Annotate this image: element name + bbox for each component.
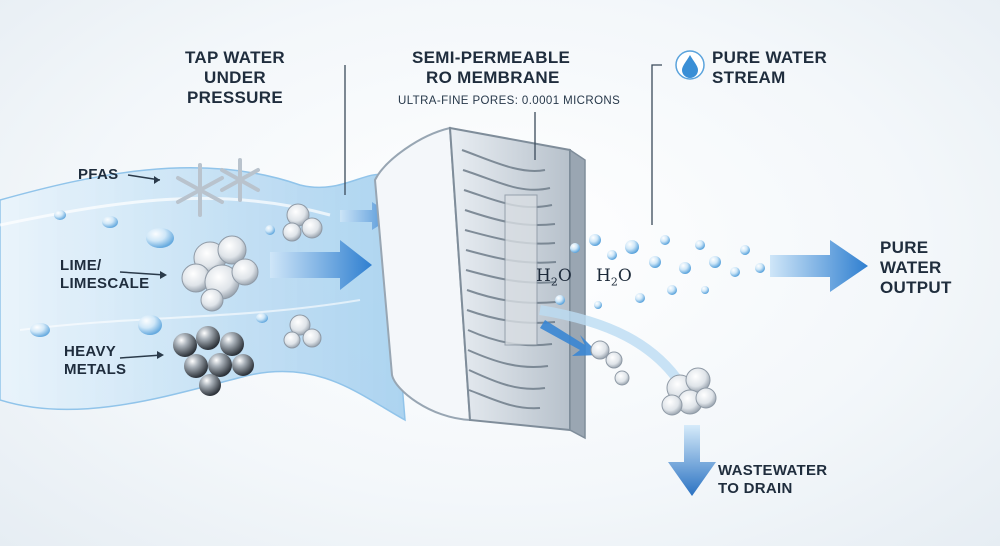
leader-arrow-lime-head	[160, 271, 167, 279]
h2o-1-o: O	[557, 266, 572, 286]
membrane-line-1: SEMI-PERMEABLE	[412, 48, 571, 67]
pfas-label: PFAS	[78, 166, 119, 183]
heavy-metals-label: HEAVY METALS	[64, 343, 126, 379]
h2o-label-2: H2O	[596, 266, 632, 288]
waste-cluster-icon	[590, 340, 717, 416]
heavy-metals-line-2: METALS	[64, 361, 127, 378]
pfas-particle-icon	[176, 158, 260, 217]
pores-label: ULTRA-FINE PORES: 0.0001 MICRONS	[398, 95, 621, 107]
limescale-cluster-icon	[181, 235, 259, 312]
leader-arrow-metals	[119, 354, 163, 359]
limescale-cluster-small-icon	[282, 203, 323, 349]
heavy-metals-line-1: HEAVY	[64, 343, 117, 360]
tap-water-line-2: UNDER PRESSURE	[187, 68, 283, 107]
pure-output-label: PURE WATER OUTPUT	[880, 238, 952, 298]
pure-stream-line-1: PURE WATER	[712, 48, 828, 67]
membrane-label: SEMI-PERMEABLE RO MEMBRANE	[412, 48, 612, 88]
drain-arrow-icon	[668, 425, 716, 496]
membrane-line-2: RO MEMBRANE	[426, 68, 560, 87]
wastewater-label: WASTEWATER TO DRAIN	[718, 462, 827, 498]
leader-arrow-metals-head	[157, 351, 164, 359]
leader-arrow-lime	[119, 271, 166, 276]
water-bubbles	[30, 210, 275, 337]
water-drop-icon	[675, 50, 705, 80]
lime-line-1: LIME/	[60, 257, 102, 274]
h2o-2-sub: 2	[610, 275, 618, 289]
pure-output-line-2: WATER	[880, 258, 942, 277]
h2o-1-sub: 2	[550, 275, 558, 289]
h2o-label-1: H2O	[536, 266, 572, 288]
lime-label: LIME/ LIMESCALE	[60, 257, 149, 293]
pure-output-line-3: OUTPUT	[880, 278, 952, 297]
heavy-metal-cluster-icon	[173, 326, 254, 396]
tap-water-line-1: TAP WATER	[185, 48, 285, 67]
pure-stream-line-2: STREAM	[712, 68, 786, 87]
h2o-2-h: H	[596, 266, 611, 286]
h2o-2-o: O	[617, 266, 632, 286]
leader-arrow-pfas-head	[154, 176, 160, 184]
lime-line-2: LIMESCALE	[60, 275, 150, 292]
pure-output-line-1: PURE	[880, 238, 929, 257]
pure-output-arrow-icon	[770, 240, 868, 292]
tap-water-label: TAP WATER UNDER PRESSURE	[160, 48, 310, 108]
pure-stream-label: PURE WATER STREAM	[712, 48, 872, 88]
pure-water-droplets	[555, 234, 765, 309]
wastewater-line-1: WASTEWATER	[718, 462, 828, 479]
inflow-arrow-icon	[270, 240, 372, 290]
water-highlight	[0, 196, 331, 227]
h2o-1-h: H	[536, 266, 551, 286]
water-highlight-2	[19, 299, 361, 331]
waste-side-arrow-icon	[540, 320, 600, 356]
wastewater-line-2: TO DRAIN	[718, 480, 793, 497]
leader-line-stream	[651, 64, 662, 225]
ro-membrane	[373, 126, 586, 440]
